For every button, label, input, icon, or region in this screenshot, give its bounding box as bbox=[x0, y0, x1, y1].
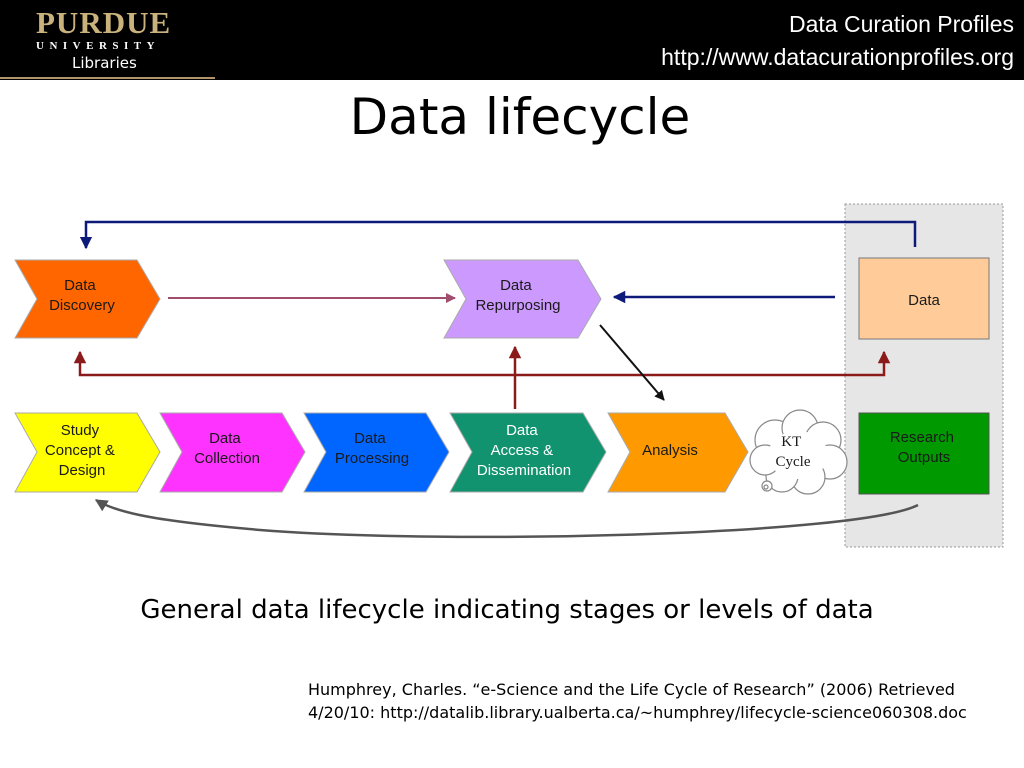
logo-underline bbox=[0, 77, 215, 79]
header-bar: PURDUE UNIVERSITY Libraries Data Curatio… bbox=[0, 0, 1024, 80]
logo-libraries: Libraries bbox=[72, 54, 137, 72]
stage-research-outputs bbox=[858, 412, 990, 495]
stage-data-processing bbox=[303, 412, 450, 493]
citation-line-1: Humphrey, Charles. “e-Science and the Li… bbox=[308, 680, 955, 699]
stage-data-access-dissemination bbox=[449, 412, 607, 493]
header-project-name: Data Curation Profiles bbox=[789, 11, 1014, 37]
slide-title: Data lifecycle bbox=[349, 88, 691, 146]
stage-data bbox=[858, 257, 990, 340]
stage-analysis bbox=[607, 412, 749, 493]
citation-line-2: 4/20/10: http://datalib.library.ualberta… bbox=[308, 703, 967, 722]
stage-data-processing-label: Data Processing bbox=[335, 430, 409, 467]
kt-cycle-cloud bbox=[749, 409, 848, 495]
stage-analysis-label: Analysis bbox=[642, 442, 698, 459]
kt-cycle-label: KT Cycle bbox=[776, 434, 811, 470]
header-info: Data Curation Profiles http://www.datacu… bbox=[661, 8, 1014, 74]
lifecycle-diagram: Data Discovery Data Repurposing Data Stu… bbox=[14, 203, 1004, 548]
stage-study-concept-design bbox=[14, 412, 161, 493]
purdue-libraries-logo: PURDUE UNIVERSITY Libraries bbox=[0, 0, 215, 80]
citation: Humphrey, Charles. “e-Science and the Li… bbox=[308, 678, 1008, 724]
stage-data-collection bbox=[159, 412, 306, 493]
arrow-outputs-to-study bbox=[94, 498, 919, 539]
stage-data-discovery bbox=[14, 259, 161, 339]
stage-data-repurposing-label: Data Repurposing bbox=[475, 277, 560, 314]
logo-university: UNIVERSITY bbox=[36, 40, 161, 52]
stage-research-outputs-label: Research Outputs bbox=[890, 429, 958, 466]
stage-data-access-dissemination-label: Data Access & Dissemination bbox=[477, 422, 571, 479]
logo-name: PURDUE bbox=[36, 5, 172, 40]
stage-data-repurposing bbox=[443, 259, 602, 339]
stage-data-discovery-label: Data Discovery bbox=[49, 277, 115, 314]
arrow-loop-discovery-data bbox=[73, 350, 891, 377]
stage-data-label: Data bbox=[908, 292, 940, 309]
slide-caption: General data lifecycle indicating stages… bbox=[140, 595, 874, 625]
arrow-data-to-discovery bbox=[79, 220, 917, 250]
stage-study-concept-design-label: Study Concept & Design bbox=[45, 422, 119, 479]
arrow-repurposing-to-analysis bbox=[599, 324, 665, 401]
header-project-url: http://www.datacurationprofiles.org bbox=[661, 44, 1014, 70]
stage-data-collection-label: Data Collection bbox=[194, 430, 260, 467]
